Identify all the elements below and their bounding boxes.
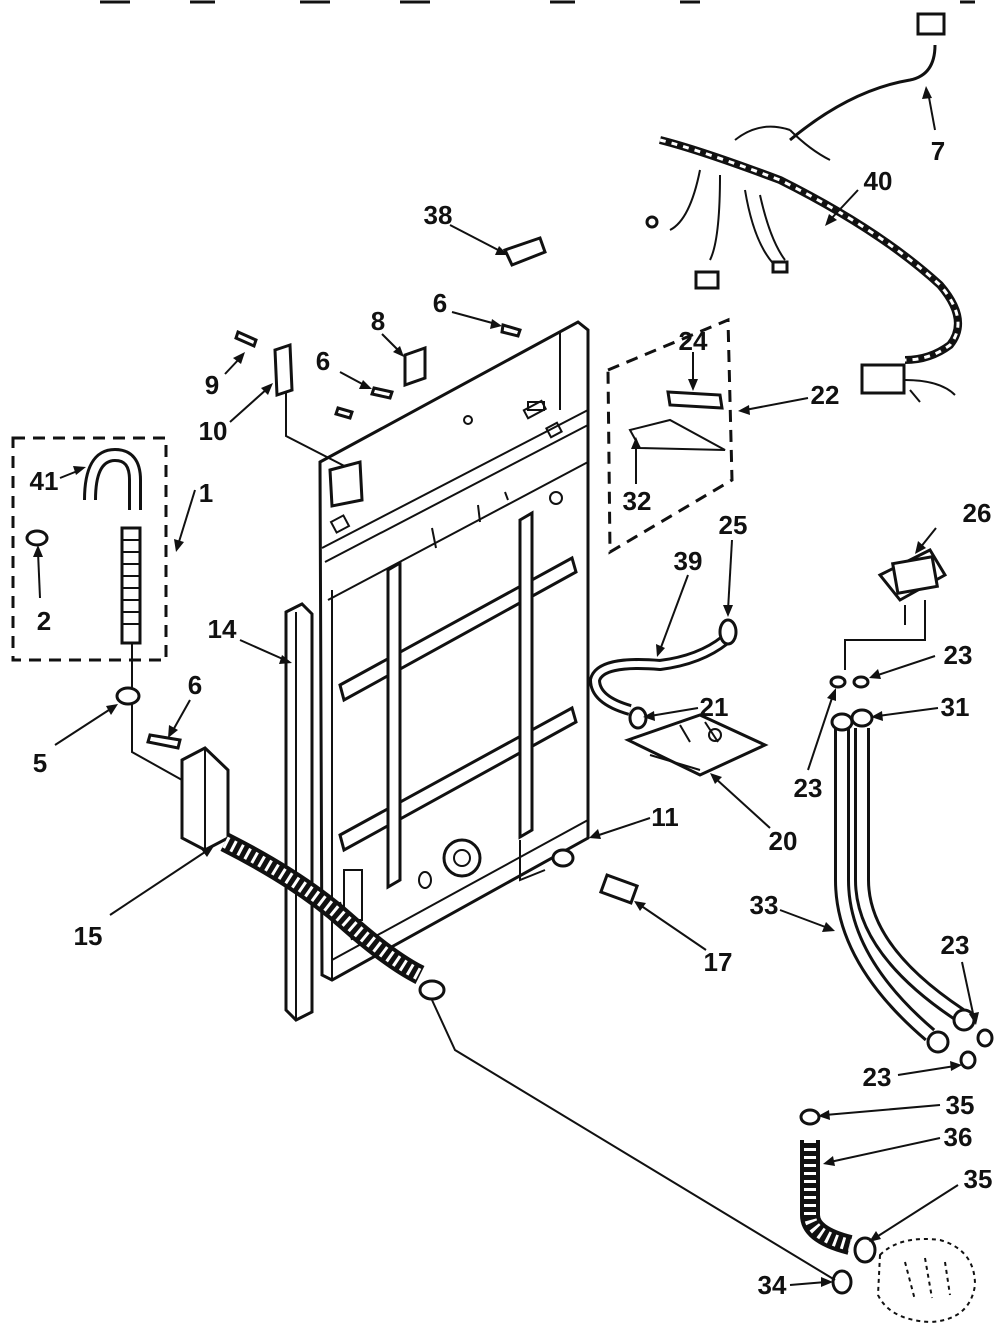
washer-23-b xyxy=(852,675,870,689)
inlet-hoses-33 xyxy=(830,708,976,1054)
callout-32: 32 xyxy=(623,486,652,516)
callout-24: 24 xyxy=(679,326,708,356)
part-24-pad xyxy=(666,390,724,410)
callout-7: 7 xyxy=(931,136,945,166)
part-32-switch xyxy=(628,418,726,451)
wiring-harness-40 xyxy=(645,12,962,403)
callout-14: 14 xyxy=(208,614,237,644)
leader-drain-to-34 xyxy=(431,999,836,1281)
part-9-screw xyxy=(234,329,258,349)
callout-40: 40 xyxy=(864,166,893,196)
part-5-clamp xyxy=(115,686,141,706)
callout-36: 36 xyxy=(944,1122,973,1152)
top-clip xyxy=(328,460,364,508)
part-6-screw-top xyxy=(500,323,522,338)
callout-34: 34 xyxy=(758,1270,787,1300)
callout-9: 9 xyxy=(205,370,219,400)
washer-23-c xyxy=(976,1028,994,1048)
callout-2: 2 xyxy=(37,606,51,636)
part-6-screw-low xyxy=(146,733,182,750)
callout-6-low: 6 xyxy=(188,670,202,700)
callout-22: 22 xyxy=(811,380,840,410)
callout-26: 26 xyxy=(963,498,992,528)
callout-23-upper: 23 xyxy=(944,640,973,670)
callout-38: 38 xyxy=(424,200,453,230)
callout-8: 8 xyxy=(371,306,385,336)
callout-6-top: 6 xyxy=(433,288,447,318)
part-8-bracket xyxy=(403,345,427,388)
part-10-bracket xyxy=(273,342,294,398)
callout-20: 20 xyxy=(769,826,798,856)
part-20-bracket xyxy=(624,713,769,777)
leader-lines xyxy=(33,86,979,1287)
callout-17: 17 xyxy=(704,947,733,977)
part-38-clip xyxy=(502,236,547,267)
rear-panel xyxy=(318,320,590,982)
kit-22-box xyxy=(606,317,734,555)
drain-hose-36 xyxy=(800,1140,877,1264)
callout-31: 31 xyxy=(941,692,970,722)
leader-9-10 xyxy=(285,382,361,475)
callout-1: 1 xyxy=(199,478,213,508)
water-valve-26 xyxy=(844,548,948,670)
part-2-clamp xyxy=(25,529,49,547)
callout-33: 33 xyxy=(750,890,779,920)
kit-1-box xyxy=(11,436,168,662)
washer-23-d xyxy=(959,1050,977,1070)
drain-adapter-dashed xyxy=(876,1238,977,1324)
part-6-screw-mid-b xyxy=(334,406,354,420)
callout-39: 39 xyxy=(674,546,703,576)
callout-23-lower-right: 23 xyxy=(941,930,970,960)
clamp-34 xyxy=(831,1269,853,1295)
clamp-35-top xyxy=(799,1108,821,1126)
callout-23-lower-left: 23 xyxy=(863,1062,892,1092)
part-14-strip xyxy=(284,602,314,1022)
part-17-clip xyxy=(598,873,640,905)
callout-labels: 7 40 38 6 8 9 6 10 24 22 41 1 32 2 25 26… xyxy=(30,136,993,1300)
callout-15: 15 xyxy=(74,921,103,951)
callout-21: 21 xyxy=(700,692,729,722)
washer-23-a xyxy=(829,675,847,689)
callout-10: 10 xyxy=(199,416,228,446)
part-11-grommet xyxy=(551,848,575,868)
fill-hose-39 xyxy=(588,618,738,716)
callout-5: 5 xyxy=(33,748,47,778)
part-21-clamp xyxy=(628,706,648,730)
callout-35-bottom: 35 xyxy=(964,1164,993,1194)
callout-41: 41 xyxy=(30,466,59,496)
callout-6-mid: 6 xyxy=(316,346,330,376)
callout-35-top: 35 xyxy=(946,1090,975,1120)
part-41-hose xyxy=(83,447,142,645)
callout-23-mid: 23 xyxy=(794,773,823,803)
drain-hose xyxy=(131,618,446,1001)
callout-25: 25 xyxy=(719,510,748,540)
part-6-screw-mid-a xyxy=(370,386,394,400)
callout-11: 11 xyxy=(651,802,679,832)
